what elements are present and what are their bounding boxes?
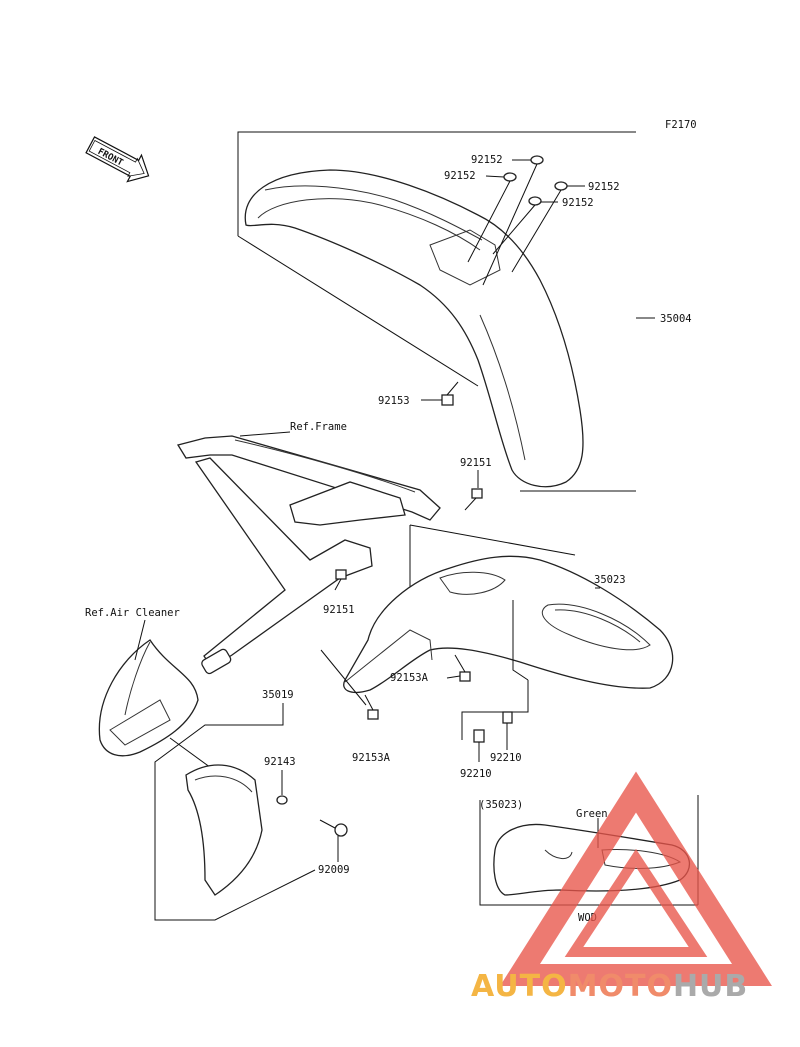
leader-92153A-a: [446, 675, 461, 679]
washer-icon: [503, 172, 517, 182]
label-ref-frame: Ref.Frame: [290, 421, 347, 433]
label-92153: 92153: [378, 395, 410, 407]
label-92152-c: 92152: [588, 181, 620, 193]
bolt-icon: [464, 488, 483, 511]
subframe-brace: [289, 481, 406, 526]
label-92143: 92143: [264, 756, 296, 768]
rear-fender: [343, 555, 674, 694]
bolt-icon: [334, 569, 347, 591]
label-92151-b: 92151: [323, 604, 355, 616]
air-cleaner-housing: [98, 639, 199, 757]
rear-fender-line: [409, 524, 576, 556]
air-cleaner-box: [109, 699, 171, 746]
bolt-icon: [441, 381, 459, 406]
subframe-rail-line: [234, 439, 416, 493]
watermark-triangle-icon: [500, 771, 772, 986]
front-fender-crease: [479, 314, 526, 461]
watermark-brand-moto: MOTO: [568, 969, 673, 1004]
leader-92152-b: [485, 175, 505, 178]
label-92152-d: 92152: [562, 197, 594, 209]
diagram-code: F2170: [665, 119, 697, 131]
watermark-brand: AUTOMOTOHUB: [471, 969, 748, 1004]
mud-flap: [185, 764, 263, 896]
leader-washer: [492, 204, 536, 255]
leader-92210-up: [512, 600, 529, 681]
leader-92153A-b: [320, 649, 367, 706]
label-35023: 35023: [594, 574, 626, 586]
front-fender-edge: [257, 198, 481, 251]
rear-fender-opening: [439, 571, 506, 595]
rear-fender-panel: [541, 603, 651, 651]
nut-icon: [473, 729, 485, 743]
label-35004: 35004: [660, 313, 692, 325]
label-92153A-b: 92153A: [352, 752, 391, 764]
label-92210-a: 92210: [460, 768, 492, 780]
leader-washer: [511, 189, 562, 273]
mud-flap-edge: [194, 775, 253, 793]
frame-reference: [176, 431, 483, 675]
rear-fender-group: [320, 524, 674, 762]
watermark-brand-auto: AUTO: [471, 969, 568, 1004]
bolt-icon: [364, 694, 379, 720]
front-arrow-icon: FRONT: [85, 136, 150, 183]
rear-fender-bracket: [344, 629, 433, 683]
label-92152-a: 92152: [471, 154, 503, 166]
label-92151-a: 92151: [460, 457, 492, 469]
front-fender-bracket-diag: [237, 235, 479, 387]
air-cleaner-reference: [98, 619, 199, 757]
nut-icon: [502, 711, 513, 724]
leader-ref-air-cleaner: [134, 619, 146, 661]
leader-ref-frame: [239, 431, 291, 437]
label-92152-b: 92152: [444, 170, 476, 182]
air-cleaner-edge: [124, 641, 151, 716]
label-inset-part: (35023): [479, 799, 523, 811]
inset-bracket: [479, 800, 698, 906]
watermark-triangle-inner-icon: [564, 848, 708, 957]
label-ref-air-cleaner: Ref.Air Cleaner: [85, 607, 180, 619]
washer-icon: [530, 155, 544, 165]
watermark-brand-hub: HUB: [673, 969, 748, 1004]
front-fender-bracket: [237, 131, 636, 236]
leader-92210-bracket: [461, 680, 529, 740]
collar-icon: [276, 795, 288, 805]
mud-flap-group: [154, 703, 348, 921]
leader-washer: [467, 180, 511, 263]
washer-icon: [528, 196, 542, 206]
watermark-brand-text: AUTOMOTOHUB: [471, 969, 748, 1004]
rear-fender-panel-line: [554, 609, 641, 643]
label-92210-b: 92210: [490, 752, 522, 764]
label-inset-color: Green: [576, 808, 608, 820]
mud-flap-bracket: [154, 703, 316, 921]
subframe-end: [201, 648, 232, 675]
inset-detail: [544, 849, 573, 859]
screw-icon: [319, 819, 348, 837]
leader-washer: [482, 163, 538, 286]
watermark-logo: [500, 771, 772, 986]
front-fender-group: [237, 131, 655, 492]
front-fender: [244, 169, 584, 488]
label-92009: 92009: [318, 864, 350, 876]
washer-icon: [554, 181, 568, 191]
front-fender-rib: [264, 185, 483, 241]
front-fender-mount: [429, 229, 501, 286]
label-35019: 35019: [262, 689, 294, 701]
label-92153A-a: 92153A: [390, 672, 429, 684]
bolt-icon: [454, 654, 471, 682]
